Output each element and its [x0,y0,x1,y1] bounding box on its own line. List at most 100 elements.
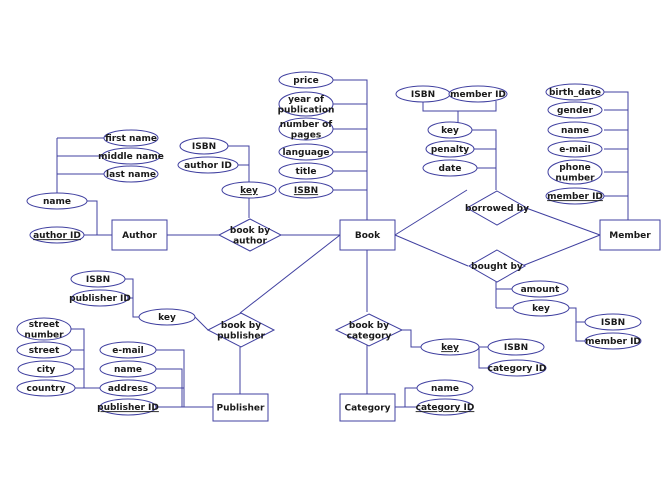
attribute-member-member-id[interactable]: member ID [545,187,605,205]
attribute-bought-by-amount[interactable]: amount [511,280,569,298]
label-text: ISBN [86,275,110,285]
label-text: amount [521,285,560,295]
label-text: publisher ID [69,294,131,304]
label-text: penalty [431,145,469,155]
label-text: ISBN [411,90,435,100]
attribute-book-price[interactable]: price [278,71,334,89]
label-text: category [347,331,392,341]
label-text: name [43,197,71,207]
line-pub-address-bus [70,328,85,388]
attribute-publisher-name[interactable]: name [99,360,157,378]
label-text: author ID [184,161,232,171]
line-bbc-key [402,329,421,348]
attribute-book-by-publisher-publisher-id[interactable]: publisher ID [69,289,131,307]
attribute-bought-by-key[interactable]: key [512,299,570,317]
attribute-ellipse [278,162,334,180]
attribute-ellipse [99,379,157,397]
attribute-ellipse [17,360,75,378]
attribute-ellipse [101,147,161,165]
label-text: borrowed by [465,204,529,214]
attribute-ellipse [29,226,85,244]
attribute-borrowed-by-penalty[interactable]: penalty [425,140,475,158]
attribute-book-by-author-key[interactable]: key [221,181,277,199]
attribute-borrowed-by-date[interactable]: date [422,159,478,177]
relationship-bought-by[interactable]: bought by [467,249,527,283]
label-text: category ID [416,403,475,413]
label-text: last name [106,170,156,180]
attribute-bought-by-member-id[interactable]: member ID [584,332,642,350]
connector-lines [56,79,629,408]
attribute-borrowed-by-isbn[interactable]: ISBN [395,85,451,103]
attribute-borrowed-by-key[interactable]: key [427,121,473,139]
attribute-author-author-id[interactable]: author ID [29,226,85,244]
attribute-book-by-category-category-id[interactable]: category ID [487,359,547,377]
label-text: middle name [98,152,164,162]
entity-name: Member [609,231,651,241]
attribute-publisher-e-mail[interactable]: e-mail [99,341,157,359]
line-bbp-key [194,316,209,331]
attribute-book-title[interactable]: title [278,162,334,180]
entity-member[interactable]: Member [599,219,661,251]
line-book-borrowed [394,189,468,236]
attribute-member-e-mail[interactable]: e-mail [547,140,603,158]
attribute-book-by-publisher-key[interactable]: key [138,308,196,326]
attribute-publisher-address[interactable]: address [99,379,157,397]
relationship-diamond [465,190,529,226]
attribute-publisher-street[interactable]: street [16,341,72,359]
attribute-member-birth-date[interactable]: birth_date [545,83,605,101]
relationship-borrowed-by[interactable]: borrowed by [465,190,529,226]
label-text: ISBN [601,318,625,328]
attribute-book-isbn[interactable]: ISBN [278,181,334,199]
attribute-category-name[interactable]: name [416,379,474,397]
attribute-book-by-publisher-isbn[interactable]: ISBN [70,270,126,288]
attribute-member-name[interactable]: name [547,121,603,139]
label-text: member ID [585,337,641,347]
attribute-book-language[interactable]: language [278,143,334,161]
label-text: number [555,173,595,183]
attribute-author-middle-name[interactable]: middle name [98,147,164,165]
line-pub-name [156,368,183,407]
label-text: street [29,320,60,330]
label-text: name [561,126,589,136]
entity-author[interactable]: Author [111,219,168,251]
attribute-publisher-country[interactable]: country [16,379,76,397]
attribute-book-by-author-isbn[interactable]: ISBN [179,137,229,155]
relationship-diamond [467,249,527,283]
attribute-ellipse [448,85,508,103]
attribute-publisher-publisher-id[interactable]: publisher ID [97,398,159,416]
attribute-ellipse [487,359,547,377]
entity-name: Category [344,404,390,414]
attribute-ellipse [16,379,76,397]
attribute-bought-by-isbn[interactable]: ISBN [584,313,642,331]
attribute-borrowed-by-member-id[interactable]: member ID [448,85,508,103]
attribute-book-by-author-author-id[interactable]: author ID [177,156,239,174]
line-author-name-entity [87,200,112,236]
attribute-book-by-category-key[interactable]: key [420,338,480,356]
entity-category[interactable]: Category [339,393,396,422]
attribute-ellipse [71,289,129,307]
attribute-ellipse [16,317,72,341]
entity-publisher[interactable]: Publisher [212,393,269,422]
attribute-ellipse [278,71,334,89]
attribute-category-category-id[interactable]: category ID [416,398,475,416]
attribute-publisher-city[interactable]: city [17,360,75,378]
attribute-ellipse [16,341,72,359]
attribute-member-gender[interactable]: gender [547,101,603,119]
label-text: e-mail [559,145,590,155]
entity-box [339,219,396,251]
attribute-author-first-name[interactable]: first name [103,129,159,147]
relationship-diamond [217,218,283,252]
attribute-author-name[interactable]: name [26,192,88,210]
relationship-diamond [334,313,404,347]
entity-book[interactable]: Book [339,219,396,251]
attribute-ellipse [103,165,159,183]
attribute-book-by-category-isbn[interactable]: ISBN [487,338,545,356]
attribute-author-last-name[interactable]: last name [103,165,159,183]
